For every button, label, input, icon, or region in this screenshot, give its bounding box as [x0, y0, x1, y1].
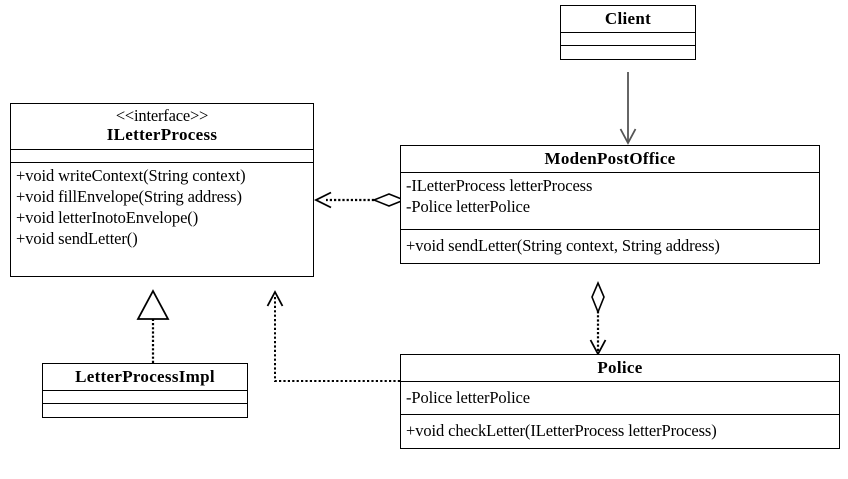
class-title-police: Police	[597, 358, 643, 377]
open-arrow-police	[589, 339, 607, 356]
attributes-compartment-letterprocessimpl	[43, 391, 247, 405]
attributes-compartment-police: -Police letterPolice	[401, 382, 839, 416]
operation-item: +void sendLetter()	[16, 228, 138, 248]
operation-item: +void letterInotoEnvelope()	[16, 207, 199, 227]
open-arrow-iletterprocess-bottom	[266, 290, 284, 307]
class-name-compartment-modenpostoffice: ModenPostOffice	[401, 146, 819, 174]
class-box-modenpostoffice[interactable]: ModenPostOffice -ILetterProcess letterPr…	[400, 145, 820, 265]
hollow-diamond-police	[591, 280, 605, 315]
stereotype-label-iletterprocess: <<interface>>	[115, 106, 209, 125]
class-name-compartment-police: Police	[401, 355, 839, 383]
edge-modenpostoffice-to-police	[589, 280, 607, 356]
operation-item: +void writeContext(String context)	[16, 165, 246, 185]
edge-client-to-modenpostoffice	[619, 72, 637, 145]
class-title-client: Client	[604, 9, 652, 28]
class-title-modenpostoffice: ModenPostOffice	[544, 149, 676, 168]
attributes-compartment-iletterprocess	[11, 150, 313, 163]
class-title-letterprocessimpl: LetterProcessImpl	[75, 367, 215, 386]
operation-item: +void fillEnvelope(String address)	[16, 186, 242, 206]
operation-item: +void sendLetter(String context, String …	[406, 236, 720, 256]
attributes-compartment-client	[561, 33, 695, 47]
edge-letterprocessimpl-to-iletterprocess	[136, 289, 170, 363]
operations-compartment-letterprocessimpl	[43, 404, 247, 417]
class-name-compartment-iletterprocess: <<interface>> ILetterProcess	[11, 104, 313, 150]
attribute-item: -ILetterProcess letterProcess	[406, 176, 593, 196]
attributes-compartment-modenpostoffice: -ILetterProcess letterProcess -Police le…	[401, 173, 819, 231]
operations-compartment-police: +void checkLetter(ILetterProcess letterP…	[401, 415, 839, 448]
edge-modenpostoffice-to-iletterprocess	[313, 191, 407, 209]
class-name-compartment-client: Client	[561, 6, 695, 34]
edge-police-to-iletterprocess	[266, 290, 400, 382]
class-box-client[interactable]: Client	[560, 5, 696, 61]
operations-compartment-client	[561, 46, 695, 59]
class-box-police[interactable]: Police -Police letterPolice +void checkL…	[400, 354, 840, 450]
hollow-triangle-iletterprocess	[136, 289, 170, 320]
operations-compartment-modenpostoffice: +void sendLetter(String context, String …	[401, 230, 819, 263]
class-name-compartment-letterprocessimpl: LetterProcessImpl	[43, 364, 247, 392]
open-arrow-iletterprocess	[313, 191, 332, 209]
attribute-item: -Police letterPolice	[406, 197, 530, 217]
operation-item: +void checkLetter(ILetterProcess letterP…	[406, 421, 717, 441]
class-box-letterprocessimpl[interactable]: LetterProcessImpl	[42, 363, 248, 419]
operations-compartment-iletterprocess: +void writeContext(String context) +void…	[11, 163, 313, 276]
class-title-iletterprocess: ILetterProcess	[106, 125, 218, 145]
class-box-iletterprocess[interactable]: <<interface>> ILetterProcess +void write…	[10, 103, 314, 277]
attribute-item: -Police letterPolice	[406, 388, 530, 408]
